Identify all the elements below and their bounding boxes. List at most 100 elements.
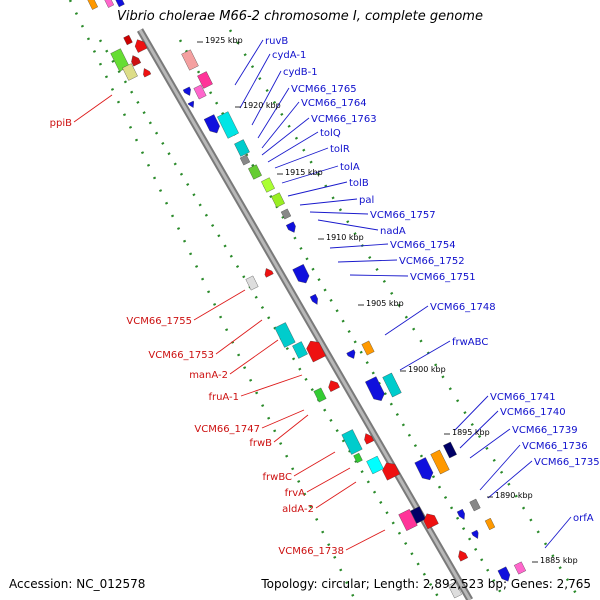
reverse-gene-feature [122,63,138,81]
forward-gene-feature [469,498,481,512]
forward-gene-label: VCM66_1754 [390,240,456,251]
forward-leader-line [329,243,389,249]
reverse-gene-feature [274,322,296,348]
forward-gene-feature [414,457,434,481]
reverse-gene-label: VCM66_1747 [194,424,260,435]
forward-gene-label: VCM66_1748 [430,302,496,313]
forward-gene-label: VCM66_1763 [311,114,377,125]
forward-gene-label: nadA [380,226,406,237]
forward-gene-feature [309,293,318,305]
forward-gene-label: VCM66_1736 [522,441,588,452]
forward-leader-line [234,39,264,86]
reverse-gene-feature [341,429,363,455]
topology-text: Topology: circular; Length: 2,892,523 bp… [261,577,591,591]
forward-gene-feature [471,529,479,539]
forward-leader-line [257,87,290,139]
scale-tick-label: 1885 kbp [540,556,578,565]
forward-gene-label: VCM66_1752 [399,256,465,267]
forward-gene-label: VCM66_1757 [370,210,436,221]
forward-gene-feature [234,139,250,157]
forward-gene-label: tolQ [320,128,341,139]
forward-leader-line [469,428,511,459]
forward-gene-label: VCM66_1741 [490,392,556,403]
reverse-gene-feature [245,275,259,291]
forward-gene-feature [181,49,199,71]
scale-tick-label: 1905 kbp [366,299,404,308]
forward-leader-line [281,165,339,184]
scale-tick-label: 1915 kbp [285,168,323,177]
forward-leader-line [544,516,572,549]
forward-gene-feature [292,264,310,284]
forward-gene-feature [280,208,292,220]
forward-leader-line [399,340,451,371]
scale-tick-label: 1895 kbp [452,428,490,437]
forward-gene-label: VCM66_1739 [512,425,578,436]
forward-leader-line [479,444,521,491]
reverse-gene-feature [353,452,363,464]
forward-gene-label: cydB-1 [283,67,318,78]
forward-gene-feature [217,111,239,139]
reverse-gene-label: VCM66_1753 [148,350,214,361]
forward-leader-line [317,219,379,231]
scale-tick-label: 1900 kbp [408,365,446,374]
forward-gene-feature [271,192,285,208]
reverse-gene-feature [448,581,462,599]
reverse-gene-label: frvA [285,488,306,499]
reverse-leader-line [229,339,279,375]
reverse-gene-feature [131,55,142,67]
forward-leader-line [251,70,282,126]
reverse-gene-feature [410,506,426,524]
forward-gene-feature [187,100,194,108]
reverse-gene-feature [364,433,375,445]
forward-gene-feature [382,372,402,398]
forward-gene-feature [484,517,496,531]
reverse-gene-feature [313,387,327,403]
scale-tick-label: 1910 kbp [326,233,364,242]
forward-gene-feature [285,221,296,233]
scale-tick-label: 1925 kbp [205,36,243,45]
reverse-leader-line [261,409,305,429]
reverse-gene-label: VCM66_1738 [278,546,344,557]
forward-leader-line [459,410,499,449]
forward-leader-line [239,53,271,109]
forward-gene-feature [456,508,465,520]
forward-leader-line [267,131,319,163]
reverse-gene-label: frwBC [263,472,292,483]
forward-gene-feature [513,561,527,575]
forward-gene-feature [430,449,450,475]
forward-gene-label: frwABC [452,337,488,348]
forward-gene-label: tolR [330,144,350,155]
reverse-gene-feature [398,509,418,531]
reverse-gene-label: ppiB [50,118,72,129]
forward-leader-line [274,147,329,169]
forward-gene-label: VCM66_1764 [301,98,367,109]
reverse-gene-feature [143,68,152,78]
forward-gene-feature [346,349,356,359]
forward-gene-label: cydA-1 [272,50,306,61]
scale-tick-label: 1890 kbp [495,491,533,500]
reverse-gene-feature [423,513,439,530]
reverse-gene-feature [306,340,326,363]
reverse-gene-feature [292,341,308,359]
edge-gene-feature [85,0,99,10]
forward-gene-feature [361,340,375,356]
forward-leader-line [287,181,348,197]
forward-leader-line [299,198,358,206]
reverse-gene-feature [328,380,340,392]
forward-leader-line [309,211,369,215]
forward-gene-label: VCM66_1740 [500,407,566,418]
dotted-track [98,39,442,600]
reverse-gene-feature [382,462,401,481]
edge-gene-feature [101,0,115,8]
forward-leader-line [454,395,489,431]
reverse-gene-feature [123,34,133,46]
forward-leader-line [349,274,409,277]
forward-gene-feature [182,86,191,96]
forward-gene-feature [193,84,207,100]
forward-gene-label: ruvB [265,36,288,47]
forward-gene-label: orfA [573,513,594,524]
forward-gene-feature [261,177,275,193]
edge-gene-feature [115,0,125,8]
